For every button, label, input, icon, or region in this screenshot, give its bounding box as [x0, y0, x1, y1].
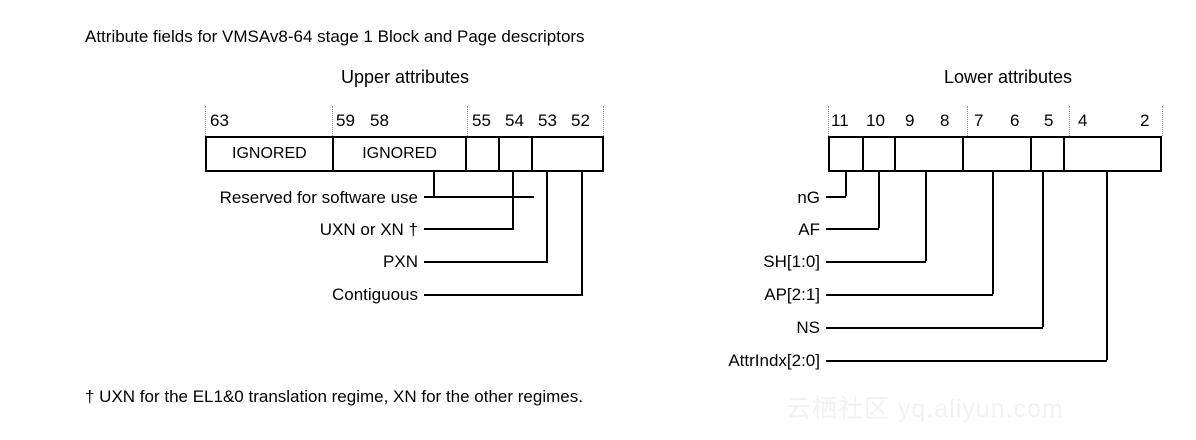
- upper-bit-label-52: 52: [571, 111, 590, 130]
- callout-label-ap: AP[2:1]: [764, 285, 820, 304]
- leader-v-ap: [992, 172, 994, 294]
- lower-attributes-title: Lower attributes: [943, 67, 1073, 87]
- leader-v-af: [878, 172, 880, 228]
- upper-bit-number-row: 63 59 58 55 54 53 52: [0, 108, 1196, 134]
- leader-v-reserved-for-software-use: [433, 172, 435, 196]
- callout-label-pxn: PXN: [383, 252, 418, 271]
- diagram-footnote: † UXN for the EL1&0 translation regime, …: [85, 387, 583, 406]
- callout-label-af: AF: [798, 220, 820, 239]
- upper-field-contiguous-52: [533, 138, 602, 170]
- leader-h-pxn: [424, 261, 548, 263]
- leader-v-sh: [925, 172, 927, 261]
- lower-field-ng-11: [830, 138, 864, 170]
- lower-field-attrindx-4-2: [1065, 138, 1160, 170]
- lower-bit-label-8: 8: [940, 111, 950, 130]
- leader-h-sh: [826, 261, 926, 263]
- leader-h-uxn-or-xn: [424, 228, 514, 230]
- lower-bit-label-4: 4: [1078, 111, 1088, 130]
- leader-h-contiguous: [424, 294, 583, 296]
- upper-bit-label-58: 58: [370, 111, 389, 130]
- lower-tick-7: [967, 106, 969, 136]
- lower-bit-number-row: 11 10 9 8 7 6 5 4 2: [0, 108, 1196, 134]
- leader-v-ng: [845, 172, 847, 196]
- upper-tick-55: [467, 106, 469, 136]
- callout-label-attrindx: AttrIndx[2:0]: [728, 351, 820, 370]
- leader-h-ng: [826, 196, 846, 198]
- leader-h-ap: [826, 294, 993, 296]
- callout-label-sh: SH[1:0]: [763, 252, 820, 271]
- lower-field-sh-9-8: [896, 138, 965, 170]
- callout-label-contiguous: Contiguous: [331, 285, 418, 304]
- leader-h-ns: [826, 327, 1043, 329]
- upper-field-ignored-63-59: IGNORED: [207, 138, 334, 170]
- lower-bit-label-7: 7: [974, 111, 984, 130]
- leader-h-af: [826, 228, 879, 230]
- callout-label-reserved-for-software-use: Reserved for software use: [219, 188, 418, 207]
- upper-tick-63: [205, 106, 207, 136]
- leader-h-attrindx: [826, 360, 1107, 362]
- leader-v-pxn: [546, 172, 548, 261]
- diagram-caption: Attribute fields for VMSAv8-64 stage 1 B…: [85, 27, 585, 46]
- upper-attributes-title: Upper attributes: [340, 67, 470, 87]
- callout-label-ng: nG: [797, 188, 820, 207]
- lower-field-af-10: [864, 138, 897, 170]
- lower-field-ap-7-6: [964, 138, 1032, 170]
- lower-tick-4: [1069, 106, 1071, 136]
- watermark: 云栖社区 yq.aliyun.com: [786, 395, 1064, 423]
- lower-field-ns-5: [1032, 138, 1066, 170]
- callout-label-uxn-or-xn: UXN or XN †: [319, 220, 418, 239]
- upper-bit-label-59: 59: [336, 111, 355, 130]
- leader-h-reserved-for-software-use: [424, 196, 534, 198]
- leader-v-attrindx: [1106, 172, 1108, 360]
- lower-bit-label-2: 2: [1140, 111, 1150, 130]
- leader-v-ns: [1042, 172, 1044, 327]
- upper-tick-52: [603, 106, 605, 136]
- upper-field-uxn-54: [467, 138, 501, 170]
- upper-tick-59: [332, 106, 334, 136]
- lower-bit-label-6: 6: [1010, 111, 1020, 130]
- leader-v-uxn-or-xn: [512, 172, 514, 228]
- lower-bit-label-11: 11: [831, 111, 849, 130]
- leader-v-contiguous: [581, 172, 583, 294]
- upper-field-pxn-53: [500, 138, 533, 170]
- lower-bit-label-9: 9: [905, 111, 915, 130]
- callout-label-ns: NS: [796, 318, 820, 337]
- upper-bit-label-55: 55: [472, 111, 491, 130]
- lower-tick-2: [1162, 106, 1164, 136]
- lower-bit-label-5: 5: [1044, 111, 1054, 130]
- upper-field-ignored-58-55: IGNORED: [334, 138, 468, 170]
- lower-bit-label-10: 10: [866, 111, 885, 130]
- upper-bit-label-54: 54: [505, 111, 524, 130]
- lower-tick-11: [828, 106, 830, 136]
- upper-bit-label-63: 63: [210, 111, 229, 130]
- lower-attributes-register: [828, 136, 1162, 172]
- upper-attributes-register: IGNORED IGNORED: [205, 136, 604, 172]
- upper-bit-label-53: 53: [538, 111, 557, 130]
